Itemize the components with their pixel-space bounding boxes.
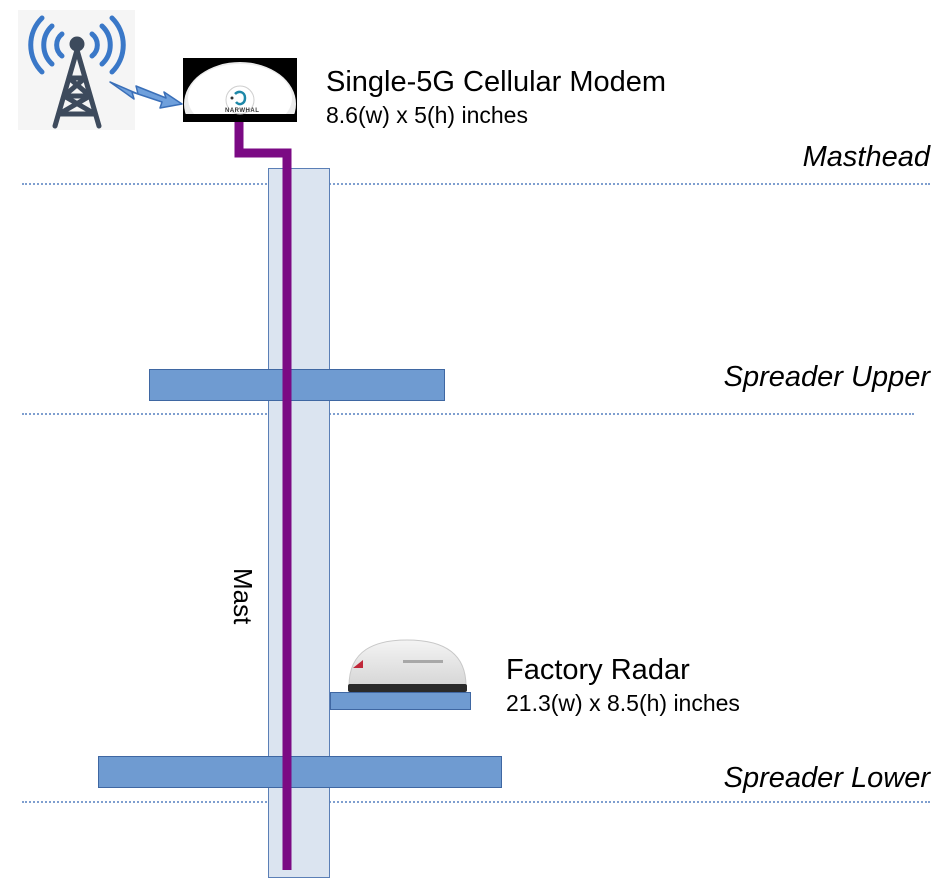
masthead-line [22, 183, 930, 185]
cellular-modem-dome-icon: NARWHAL [183, 58, 297, 122]
masthead-label: Masthead [802, 141, 930, 173]
signal-bolt-icon [109, 81, 183, 109]
modem-title: Single-5G Cellular Modem [326, 66, 667, 98]
radar-dome-icon [345, 638, 470, 694]
spreader-upper-label: Spreader Upper [723, 361, 930, 393]
spreader-upper-line [22, 413, 914, 415]
spreader-upper-bar [149, 369, 445, 401]
mast-label: Mast [228, 568, 258, 625]
radar-title: Factory Radar [506, 654, 690, 686]
spreader-lower-line [22, 801, 930, 803]
spreader-lower-label: Spreader Lower [723, 762, 930, 794]
cell-tower-icon [18, 10, 135, 130]
radar-dimensions: 21.3(w) x 8.5(h) inches [506, 690, 740, 716]
radar-mount-shelf [330, 692, 471, 710]
modem-brand-label: NARWHAL [225, 108, 260, 114]
modem-dimensions: 8.6(w) x 5(h) inches [326, 102, 528, 128]
spreader-lower-bar [98, 756, 502, 788]
